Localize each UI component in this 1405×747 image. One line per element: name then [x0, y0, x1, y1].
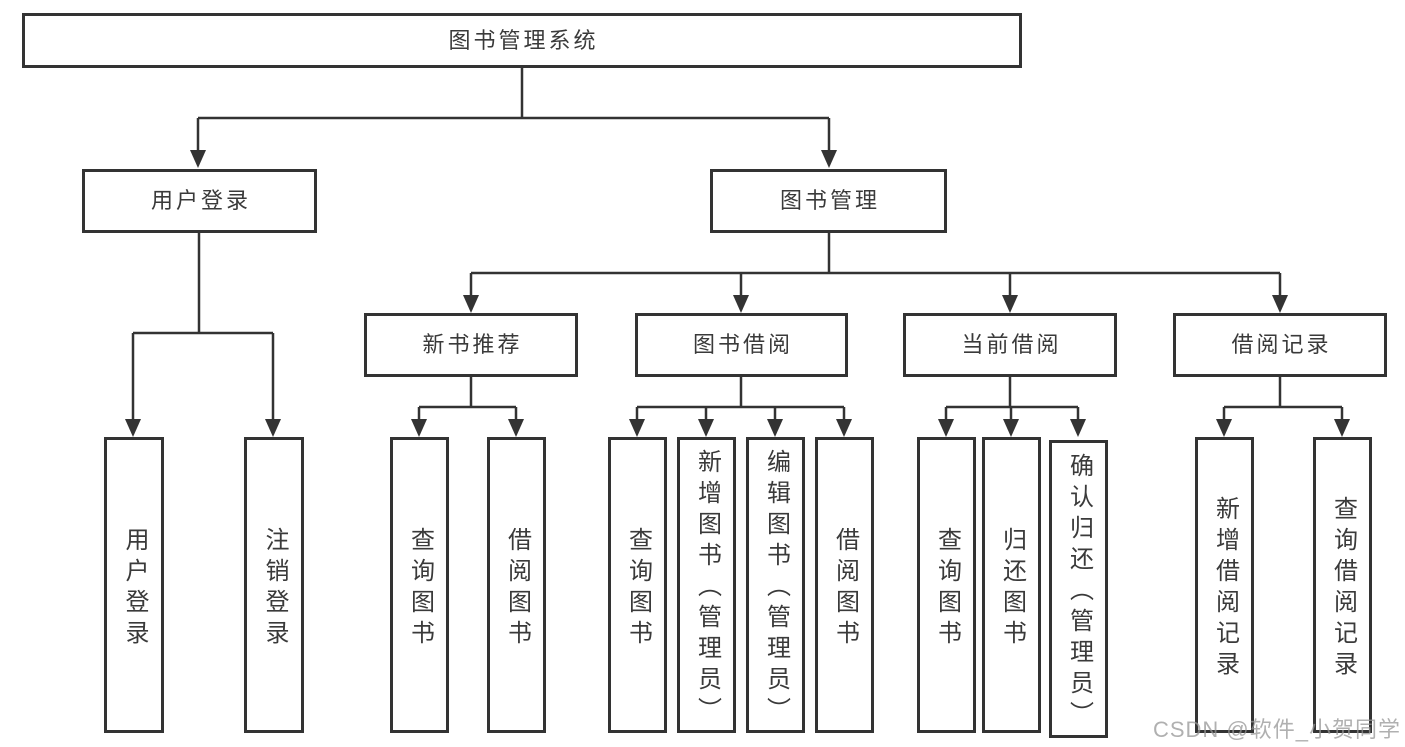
- connector-lines: [131, 68, 1344, 421]
- node-current-borrowing: 当前借阅: [903, 313, 1117, 377]
- node-book-management-label: 图书管理: [779, 188, 880, 213]
- leaf-query-borrow-record: 查询借阅记录: [1313, 437, 1372, 733]
- leaf-add-book-admin-label: 新增图书（管理员）: [693, 449, 721, 728]
- leaf-confirm-return-admin-label: 确认归还（管理员）: [1065, 453, 1093, 732]
- leaf-query-books-current-label: 查询图书: [933, 526, 961, 651]
- node-new-book-recommendation: 新书推荐: [364, 313, 578, 377]
- leaf-query-books-borrowing-label: 查询图书: [624, 526, 652, 651]
- leaf-borrow-books-recommend-label: 借阅图书: [503, 526, 531, 651]
- node-user-login-branch: 用户登录: [82, 169, 317, 233]
- leaf-user-login-label: 用户登录: [121, 526, 148, 651]
- arrowheads: [125, 150, 1350, 437]
- leaf-borrow-books-recommend: 借阅图书: [487, 437, 546, 733]
- node-user-login-branch-label: 用户登录: [150, 188, 251, 213]
- leaf-query-borrow-record-label: 查询借阅记录: [1329, 495, 1357, 682]
- leaf-query-books-current: 查询图书: [917, 437, 976, 733]
- leaf-return-books-label: 归还图书: [998, 526, 1026, 651]
- leaf-logout-label: 注销登录: [261, 526, 288, 651]
- leaf-add-borrow-record-label: 新增借阅记录: [1211, 495, 1239, 682]
- node-borrowing-records: 借阅记录: [1173, 313, 1387, 377]
- node-book-borrowing-label: 图书借阅: [692, 332, 793, 357]
- node-library-system: 图书管理系统: [22, 13, 1022, 68]
- leaf-query-books-borrowing: 查询图书: [608, 437, 667, 733]
- leaf-query-books-recommend-label: 查询图书: [406, 526, 434, 651]
- leaf-logout: 注销登录: [244, 437, 304, 733]
- leaf-user-login: 用户登录: [104, 437, 164, 733]
- node-new-book-recommendation-label: 新书推荐: [422, 332, 523, 357]
- csdn-watermark: CSDN @软件_小贺同学: [1152, 717, 1401, 742]
- node-borrowing-records-label: 借阅记录: [1231, 332, 1332, 357]
- leaf-confirm-return-admin: 确认归还（管理员）: [1049, 440, 1108, 738]
- leaf-add-borrow-record: 新增借阅记录: [1195, 437, 1254, 733]
- leaf-edit-book-admin: 编辑图书（管理员）: [746, 437, 805, 733]
- node-current-borrowing-label: 当前借阅: [961, 332, 1062, 357]
- leaf-borrow-books-borrowing-label: 借阅图书: [831, 526, 859, 651]
- node-library-system-label: 图书管理系统: [448, 27, 599, 53]
- leaf-edit-book-admin-label: 编辑图书（管理员）: [762, 449, 790, 728]
- leaf-query-books-recommend: 查询图书: [390, 437, 449, 733]
- leaf-return-books: 归还图书: [982, 437, 1041, 733]
- node-book-borrowing: 图书借阅: [635, 313, 848, 377]
- leaf-add-book-admin: 新增图书（管理员）: [677, 437, 736, 733]
- leaf-borrow-books-borrowing: 借阅图书: [815, 437, 874, 733]
- node-book-management: 图书管理: [710, 169, 947, 233]
